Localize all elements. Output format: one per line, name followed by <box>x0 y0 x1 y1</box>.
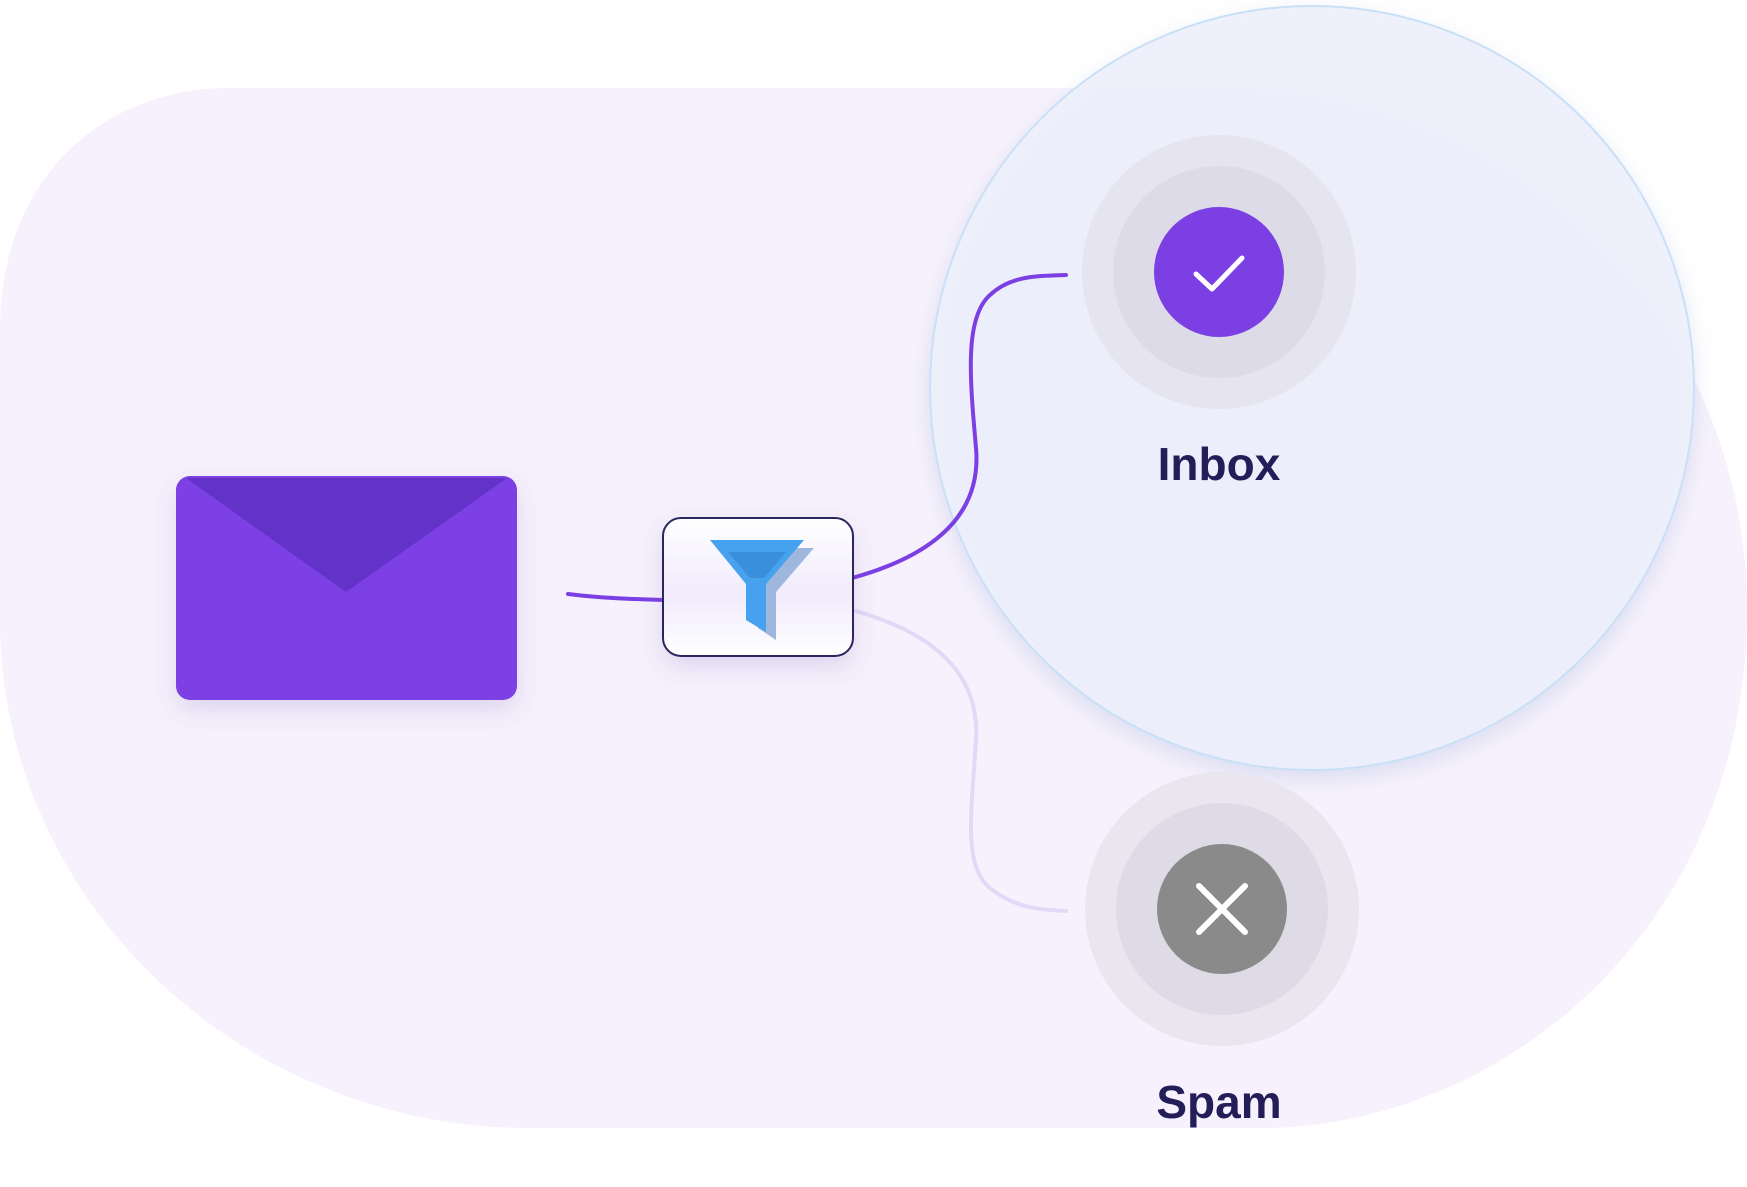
filter-node <box>662 517 854 657</box>
spam-label: Spam <box>1156 1076 1281 1128</box>
edge-filter-to-inbox <box>850 273 1068 580</box>
envelope-flap <box>186 478 507 592</box>
edge-filter-to-spam <box>850 608 1068 913</box>
checkmark-icon <box>1193 255 1245 292</box>
source-envelope-node <box>176 476 517 700</box>
funnel-icon <box>710 540 814 640</box>
inbox-status-circle <box>1154 207 1284 337</box>
spam-node: Spam <box>1085 772 1359 1128</box>
close-icon <box>1196 883 1248 935</box>
inbox-node: Inbox <box>1082 135 1356 490</box>
inbox-label: Inbox <box>1158 438 1281 490</box>
edge-source-to-filter <box>566 592 666 602</box>
inbox-highlight-bubble <box>929 5 1695 771</box>
